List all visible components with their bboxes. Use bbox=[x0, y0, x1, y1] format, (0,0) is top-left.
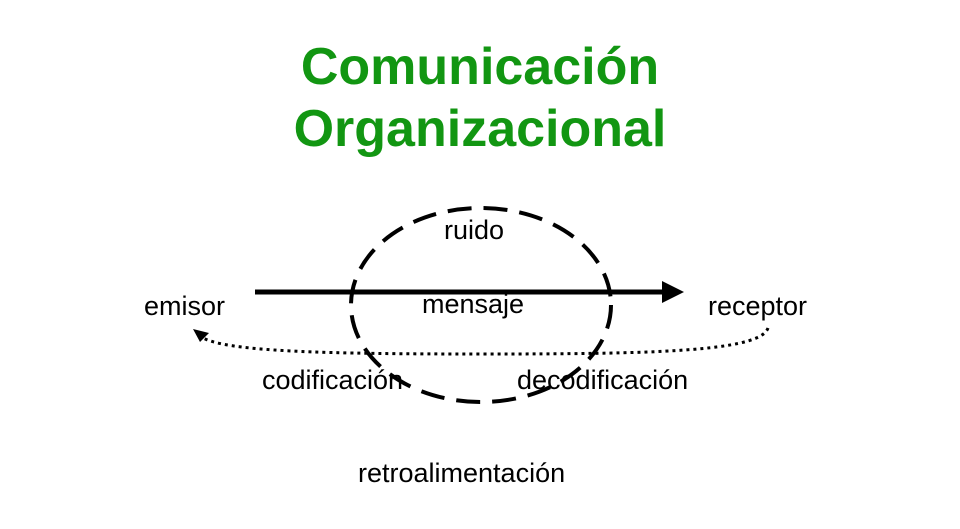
decoding-label: decodificación bbox=[517, 365, 689, 395]
receiver-label: receptor bbox=[708, 291, 808, 321]
noise-label: ruido bbox=[444, 215, 505, 245]
title-line-1: Comunicación bbox=[300, 38, 660, 96]
feedback-label: retroalimentación bbox=[358, 458, 566, 488]
feedback-arrow bbox=[199, 327, 770, 356]
message-label: mensaje bbox=[422, 289, 525, 319]
title-line-2: Organizacional bbox=[293, 100, 667, 158]
slide-title: Comunicación Organizacional bbox=[0, 36, 960, 160]
feedback-arrowhead bbox=[193, 329, 209, 342]
sender-label: emisor bbox=[144, 291, 226, 321]
encoding-label: codificación bbox=[262, 365, 404, 395]
message-arrowhead bbox=[662, 281, 684, 303]
noise-ellipse bbox=[349, 206, 613, 404]
